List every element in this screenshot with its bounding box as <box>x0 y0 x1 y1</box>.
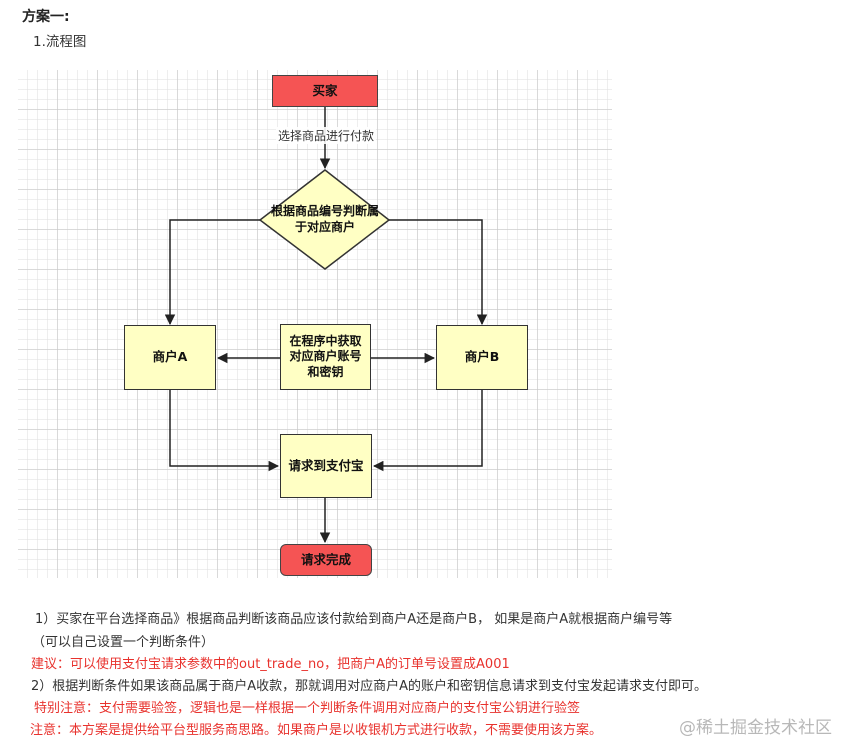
fetch-credentials-node: 在程序中获取 对应商户账号 和密钥 <box>280 324 371 390</box>
watermark: @稀土掘金技术社区 <box>679 718 832 738</box>
decision-text-line: 于对应商户 <box>294 220 355 234</box>
note-line-2: （可以自己设置一个判断条件） <box>32 635 215 650</box>
request-done-node: 请求完成 <box>280 544 372 576</box>
note-line-1: 1）买家在平台选择商品》根据商品判断该商品应该付款给到商户A还是商户B， 如果是… <box>35 612 673 627</box>
decision-text: 根据商品编号判断属 于对应商户 <box>260 202 390 238</box>
fetch-credentials-line: 在程序中获取 <box>289 333 362 348</box>
flowchart-canvas: 买家 选择商品进行付款 根据商品编号判断属 于对应商户 商户A 在程序中获取 对… <box>18 70 612 578</box>
notice-line: 注意：本方案是提供给平台型服务商思路。如果商户是以收银机方式进行收款，不需要使用… <box>30 723 603 738</box>
request-alipay-node: 请求到支付宝 <box>280 434 372 498</box>
fetch-credentials-line: 对应商户账号 <box>289 349 362 364</box>
special-notice-line: 特别注意：支付需要验签，逻辑也是一样根据一个判断条件调用对应商户的支付宝公钥进行… <box>34 701 581 716</box>
decision-text-line: 根据商品编号判断属 <box>270 204 379 219</box>
merchant-b-node: 商户B <box>436 325 528 390</box>
suggestion-line: 建议：可以使用支付宝请求参数中的out_trade_no，把商户A的订单号设置成… <box>31 657 510 672</box>
note-line-4: 2）根据判断条件如果该商品属于商户A收款，那就调用对应商户A的账户和密钥信息请求… <box>31 679 708 694</box>
edge-label-select-goods: 选择商品进行付款 <box>276 127 377 144</box>
flowchart-subheading: 1.流程图 <box>33 34 87 50</box>
flowchart-edges <box>164 107 488 544</box>
fetch-credentials-line: 和密钥 <box>307 364 344 379</box>
merchant-a-node: 商户A <box>124 325 216 390</box>
decision-diamond <box>258 169 391 270</box>
buyer-node: 买家 <box>272 75 378 107</box>
section-heading: 方案一: <box>22 9 70 25</box>
